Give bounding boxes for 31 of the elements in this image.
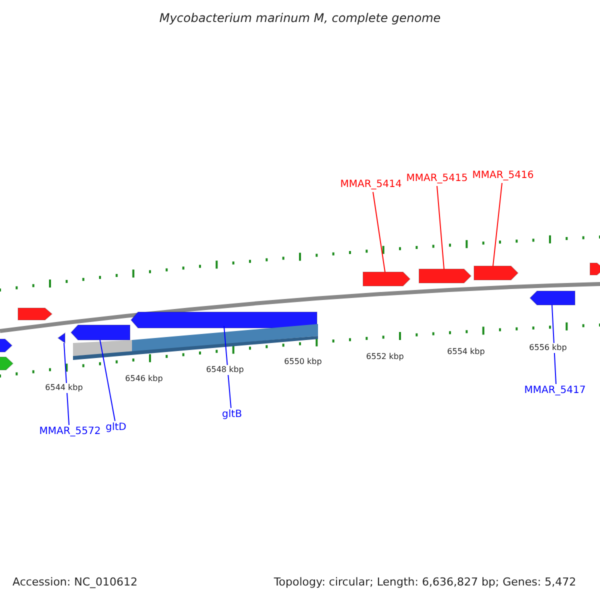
scale-label: 6546 kbp: [124, 374, 164, 384]
gene-feature: [57, 332, 66, 344]
gene-feature: [529, 290, 576, 306]
scale-label: 6552 kbp: [365, 352, 405, 362]
accession-text: Accession: NC_010612: [11, 576, 139, 588]
scale-label: 6544 kbp: [44, 383, 84, 393]
scale-label: 6550 kbp: [283, 357, 323, 367]
leader-line: [492, 182, 502, 266]
genome-summary-text: Topology: circular; Length: 6,636,827 bp; Genes: 5,472: [272, 576, 578, 588]
gene-feature: [70, 324, 130, 340]
gene-label: MMAR_5416: [472, 171, 534, 181]
gene-label: MMAR_5415: [406, 174, 468, 184]
scale-label: 6556 kbp: [528, 343, 568, 353]
leader-line: [100, 340, 116, 422]
leader-line: [436, 186, 444, 270]
scale-label: 6548 kbp: [205, 365, 245, 375]
leader-line: [372, 192, 386, 272]
gene-label: gltD: [106, 423, 126, 433]
gene-label: MMAR_5414: [340, 180, 402, 190]
gene-label: MMAR_5572: [39, 427, 101, 437]
gene-feature: [362, 272, 411, 286]
gene-label: MMAR_5417: [524, 386, 586, 396]
gene-feature: [474, 266, 519, 280]
diagram-title: Mycobacterium marinum M, complete genome: [159, 12, 441, 24]
gene-feature: [130, 312, 318, 328]
gene-label: gltB: [222, 410, 242, 420]
gene-feature: [418, 268, 472, 284]
leader-line: [552, 304, 556, 384]
leader-line: [224, 326, 232, 408]
scale-label: 6554 kbp: [446, 347, 486, 357]
leader-line: [64, 342, 70, 426]
